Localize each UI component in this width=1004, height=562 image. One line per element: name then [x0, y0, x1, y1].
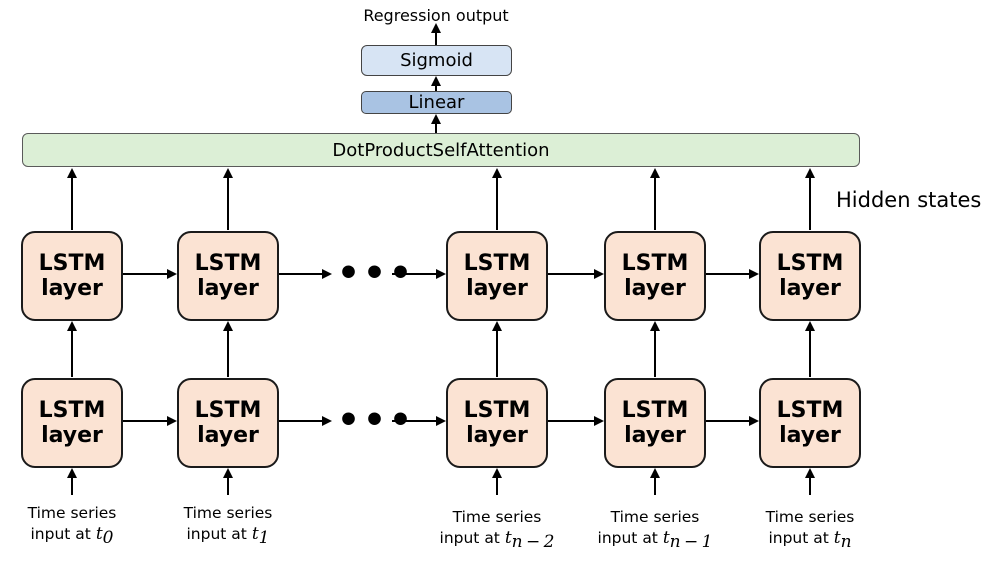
lstm-label: LSTM: [776, 398, 844, 423]
input-label-0: Time series input at t0: [7, 503, 137, 549]
time-subscript: 1: [258, 528, 270, 549]
input-label-line1: Time series: [183, 504, 273, 522]
lstm-label: layer: [624, 423, 686, 448]
input-label-3: Time series input at tn − 1: [590, 507, 720, 553]
sigmoid-box: Sigmoid: [361, 45, 512, 76]
ellipsis-bottom: •••: [337, 400, 416, 441]
lstm-label: layer: [41, 423, 103, 448]
attention-box: DotProductSelfAttention: [22, 133, 860, 167]
lstm-bottom-0: LSTM layer: [21, 378, 123, 468]
input-label-1: Time series input at t1: [163, 503, 293, 549]
time-symbol: t: [251, 524, 259, 544]
input-label-line2: input at: [768, 529, 829, 547]
lstm-label: layer: [197, 276, 259, 301]
time-symbol: t: [833, 528, 841, 548]
lstm-label: LSTM: [38, 251, 106, 276]
lstm-bottom-1: LSTM layer: [177, 378, 279, 468]
ellipsis-top: •••: [337, 253, 416, 294]
input-label-line1: Time series: [765, 508, 855, 526]
time-symbol: t: [662, 528, 670, 548]
input-label-line2: input at: [597, 529, 658, 547]
input-label-line2: input at: [439, 529, 500, 547]
lstm-top-4: LSTM layer: [759, 231, 861, 321]
lstm-top-0: LSTM layer: [21, 231, 123, 321]
input-label-line2: input at: [186, 525, 247, 543]
input-label-2: Time series input at tn − 2: [432, 507, 562, 553]
regression-output-label: Regression output: [363, 6, 509, 25]
time-subscript: n − 1: [669, 532, 713, 553]
lstm-label: LSTM: [776, 251, 844, 276]
lstm-label: LSTM: [38, 398, 106, 423]
input-label-line1: Time series: [452, 508, 542, 526]
time-subscript: n − 2: [511, 532, 555, 553]
lstm-label: LSTM: [621, 398, 689, 423]
lstm-bottom-2: LSTM layer: [446, 378, 548, 468]
lstm-label: LSTM: [194, 251, 262, 276]
lstm-bottom-4: LSTM layer: [759, 378, 861, 468]
lstm-label: layer: [779, 423, 841, 448]
input-label-line1: Time series: [610, 508, 700, 526]
input-label-line1: Time series: [27, 504, 117, 522]
lstm-label: LSTM: [621, 251, 689, 276]
input-label-line2: input at: [30, 525, 91, 543]
hidden-states-label: Hidden states: [836, 188, 982, 212]
lstm-label: layer: [624, 276, 686, 301]
lstm-label: LSTM: [463, 398, 531, 423]
linear-box: Linear: [361, 91, 512, 114]
time-subscript: 0: [102, 528, 114, 549]
time-symbol: t: [95, 524, 103, 544]
lstm-label: layer: [41, 276, 103, 301]
time-subscript: n: [840, 532, 852, 553]
lstm-label: LSTM: [194, 398, 262, 423]
lstm-bottom-3: LSTM layer: [604, 378, 706, 468]
lstm-label: layer: [779, 276, 841, 301]
lstm-top-3: LSTM layer: [604, 231, 706, 321]
lstm-label: layer: [197, 423, 259, 448]
lstm-label: layer: [466, 276, 528, 301]
lstm-label: layer: [466, 423, 528, 448]
lstm-top-2: LSTM layer: [446, 231, 548, 321]
lstm-label: LSTM: [463, 251, 531, 276]
input-label-4: Time series input at tn: [745, 507, 875, 553]
time-symbol: t: [504, 528, 512, 548]
lstm-top-1: LSTM layer: [177, 231, 279, 321]
